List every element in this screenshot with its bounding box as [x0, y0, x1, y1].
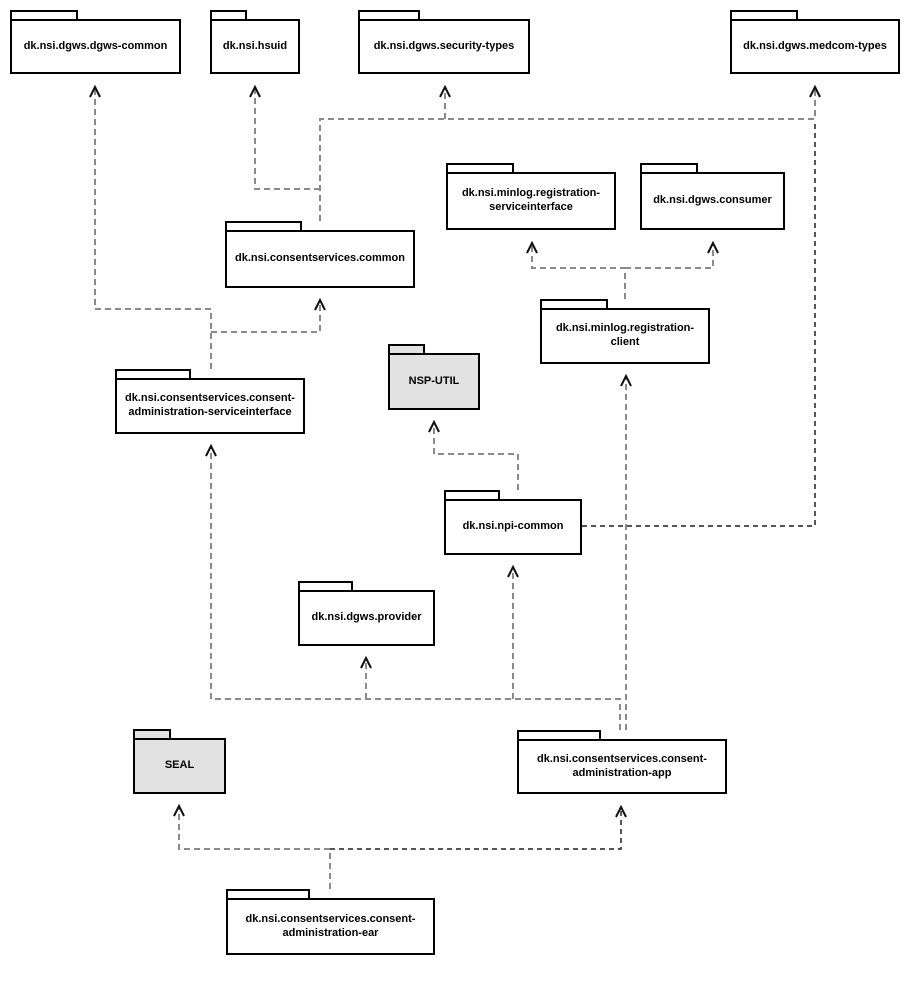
open-arrowhead-icon [707, 240, 719, 254]
package-minlog-registration-serviceinterface: dk.nsi.minlog.registration- serviceinter… [446, 163, 616, 239]
package-tab [446, 163, 514, 174]
package-label: dk.nsi.dgws.consumer [653, 194, 772, 207]
package-tab [298, 581, 353, 592]
dependency-edge-minlog-registration-client-to-minlog-registration-serviceinterface [531, 243, 626, 299]
package-hsuid: dk.nsi.hsuid [210, 10, 300, 83]
package-dgws-provider: dk.nsi.dgws.provider [298, 581, 435, 655]
package-label: dk.nsi.dgws.dgws-common [23, 39, 168, 52]
package-label: dk.nsi.minlog.registration- client [555, 322, 695, 348]
dependency-edge-consentservices-common-to-hsuid [254, 87, 320, 190]
dependency-edge-npi-common-to-nsp-util [433, 422, 519, 490]
package-body: SEAL [133, 738, 226, 794]
open-arrowhead-icon [439, 84, 451, 98]
package-label: SEAL [164, 759, 195, 772]
open-arrowhead-icon [507, 564, 519, 578]
open-arrowhead-icon [173, 803, 185, 817]
dependency-edge-consent-administration-ear-to-seal [178, 806, 331, 889]
dependency-edge-consent-administration-serviceinterface-to-dgws-common [94, 87, 212, 369]
package-tab [226, 889, 310, 900]
open-arrowhead-icon [360, 655, 372, 669]
open-arrowhead-icon [249, 84, 261, 98]
package-body: dk.nsi.minlog.registration- client [540, 308, 710, 364]
package-nsp-util: NSP-UTIL [388, 344, 480, 419]
package-consentservices-common: dk.nsi.consentservices.common [225, 221, 415, 297]
dependency-edge-consentservices-common-to-medcom-types [319, 87, 816, 221]
package-label: dk.nsi.consentservices.consent- administ… [125, 392, 295, 418]
package-body: dk.nsi.consentservices.consent- administ… [226, 898, 435, 955]
package-minlog-registration-client: dk.nsi.minlog.registration- client [540, 299, 710, 373]
package-label: dk.nsi.dgws.medcom-types [743, 39, 887, 52]
package-npi-common: dk.nsi.npi-common [444, 490, 582, 564]
package-body: dk.nsi.consentservices.consent- administ… [517, 739, 727, 794]
package-label: dk.nsi.npi-common [462, 520, 564, 533]
package-tab [444, 490, 500, 501]
dependency-edge-minlog-registration-client-to-dgws-consumer [625, 243, 714, 269]
package-dgws-common: dk.nsi.dgws.dgws-common [10, 10, 181, 83]
open-arrowhead-icon [526, 240, 538, 254]
package-label: dk.nsi.dgws.provider [311, 611, 422, 624]
package-label: dk.nsi.consentservices.consent- administ… [245, 912, 416, 939]
package-medcom-types: dk.nsi.dgws.medcom-types [730, 10, 900, 83]
package-body: dk.nsi.hsuid [210, 19, 300, 74]
package-seal: SEAL [133, 729, 226, 803]
package-consent-administration-app: dk.nsi.consentservices.consent- administ… [517, 730, 727, 803]
package-body: dk.nsi.dgws.medcom-types [730, 19, 900, 74]
package-body: dk.nsi.dgws.provider [298, 590, 435, 646]
package-body: dk.nsi.dgws.security-types [358, 19, 530, 74]
package-tab [133, 729, 171, 740]
open-arrowhead-icon [89, 84, 101, 98]
package-consent-administration-serviceinterface: dk.nsi.consentservices.consent- administ… [115, 369, 305, 443]
package-body: dk.nsi.dgws.consumer [640, 172, 785, 230]
open-arrowhead-icon [428, 419, 440, 433]
package-security-types: dk.nsi.dgws.security-types [358, 10, 530, 83]
package-tab [730, 10, 798, 21]
package-tab [540, 299, 608, 310]
package-body: NSP-UTIL [388, 353, 480, 410]
open-arrowhead-icon [205, 443, 217, 457]
package-consent-administration-ear: dk.nsi.consentservices.consent- administ… [226, 889, 435, 964]
package-tab [10, 10, 78, 21]
package-tab [640, 163, 698, 174]
package-tab [115, 369, 191, 380]
open-arrowhead-icon [314, 297, 326, 311]
package-label: dk.nsi.hsuid [222, 39, 288, 52]
package-body: dk.nsi.minlog.registration- serviceinter… [446, 172, 616, 230]
dependency-edge-consent-administration-app-to-consent-administration-serviceinterface [210, 446, 621, 730]
package-label: NSP-UTIL [408, 374, 460, 387]
open-arrowhead-icon [620, 373, 632, 387]
open-arrowhead-icon [809, 84, 821, 98]
package-dgws-consumer: dk.nsi.dgws.consumer [640, 163, 785, 239]
package-body: dk.nsi.consentservices.consent- administ… [115, 378, 305, 434]
package-tab [210, 10, 247, 21]
package-tab [517, 730, 601, 741]
package-label: dk.nsi.dgws.security-types [373, 39, 515, 52]
dependency-edge-consent-administration-ear-to-consent-administration-app [330, 807, 622, 850]
package-label: dk.nsi.consentservices.consent- administ… [537, 752, 707, 779]
package-tab [388, 344, 425, 355]
package-tab [358, 10, 420, 21]
package-tab [225, 221, 302, 232]
package-label: dk.nsi.minlog.registration- serviceinter… [461, 187, 601, 213]
package-body: dk.nsi.npi-common [444, 499, 582, 555]
dependency-edge-consent-administration-serviceinterface-to-consentservices-common [211, 300, 321, 333]
package-body: dk.nsi.consentservices.common [225, 230, 415, 288]
open-arrowhead-icon [615, 804, 627, 818]
package-body: dk.nsi.dgws.dgws-common [10, 19, 181, 74]
package-label: dk.nsi.consentservices.common [235, 252, 405, 265]
